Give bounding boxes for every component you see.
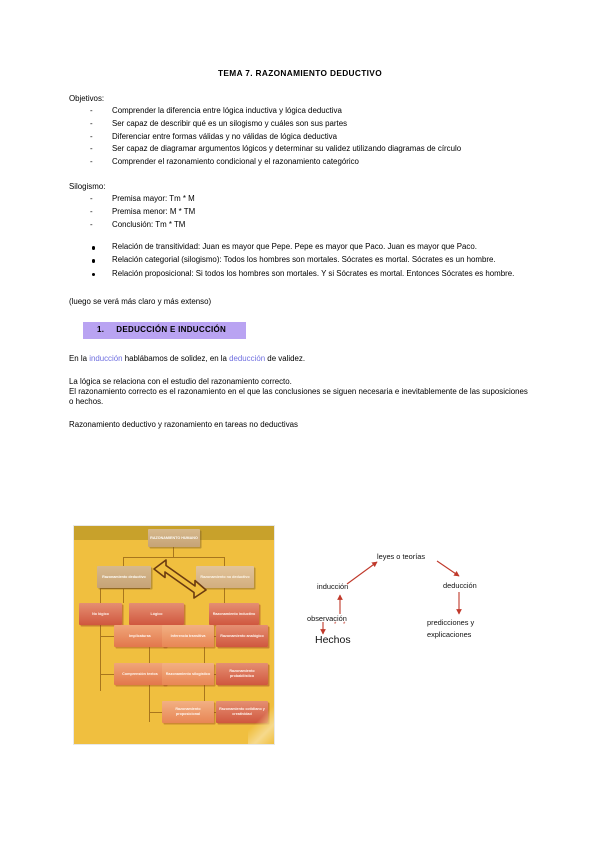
connector-line <box>224 588 225 603</box>
flowchart-corner-highlight <box>248 704 274 744</box>
list-item: Ser capaz de diagramar argumentos lógico… <box>69 144 531 154</box>
flow-leaf-razonamiento-probabilistico: Razonamiento probabilístico <box>216 663 268 685</box>
flow-leaf-razonamiento-analogico: Razonamiento analógico <box>216 625 268 647</box>
flow-leaf-razonamiento-proposicional: Razonamiento proposicional <box>162 701 214 723</box>
page-title: TEMA 7. RAZONAMIENTO DEDUCTIVO <box>218 68 382 78</box>
section-title: DEDUCCIÓN E INDUCCIÓN <box>116 325 227 335</box>
list-item: Ser capaz de describir qué es un silogis… <box>69 119 531 129</box>
flow-node-root: RAZONAMIENTO HUMANO <box>148 529 200 547</box>
syllogism-lead: Silogismo: <box>69 182 106 192</box>
flow-leaf-comprension-textos: Comprensión textos <box>114 663 166 685</box>
flow-node-deductivo: Razonamiento deductivo <box>97 566 151 588</box>
flow-node-no-logico: No lógico <box>79 603 122 625</box>
spacer <box>69 364 531 377</box>
arrow-induccion-leyes <box>346 561 378 585</box>
list-item: Relación categorial (silogismo): Todos l… <box>69 255 531 265</box>
label-induccion: inducción <box>317 582 349 591</box>
flow-node-logico: Lógico <box>129 603 184 625</box>
syllogism-note: (luego se verá más claro y más extenso) <box>69 296 212 306</box>
list-item: Relación proposicional: Si todos los hom… <box>69 269 531 279</box>
section-1-intro: En la inducción hablábamos de solidez, e… <box>69 354 531 364</box>
science-diagram-arrows <box>320 560 462 635</box>
document-body: Objetivos: Comprender la diferencia entr… <box>69 95 531 430</box>
science-cycle-diagram: leyes o teorías inducción deducción obse… <box>307 548 527 668</box>
connector-line <box>100 588 101 603</box>
list-item: Premisa menor: M * TM <box>69 207 531 217</box>
spacer <box>69 282 531 297</box>
spacer <box>69 232 531 242</box>
flow-node-no-deductivo: Razonamiento no deductivo <box>196 566 254 588</box>
label-observacion: observación <box>307 614 347 623</box>
objectives-lead: Objetivos: <box>69 94 105 103</box>
syllogism-list: Premisa mayor: Tm * M Premisa menor: M *… <box>69 194 531 229</box>
connector-line <box>224 557 225 566</box>
logic-paragraph-line-1: La lógica se relaciona con el estudio de… <box>69 376 292 386</box>
list-item: Comprender la diferencia entre lógica in… <box>69 106 531 116</box>
accent-deduccion: deducción <box>229 353 266 363</box>
objectives-list: Comprender la diferencia entre lógica in… <box>69 106 531 167</box>
connector-line <box>123 557 224 558</box>
list-item: Comprender el razonamiento condicional y… <box>69 157 531 167</box>
connector-line <box>123 584 124 603</box>
spacer <box>69 407 531 420</box>
spacer <box>69 307 531 322</box>
flow-node-inductivo: Razonamiento inductivo <box>209 603 259 625</box>
label-hechos: Hechos <box>315 634 351 646</box>
connector-line <box>149 712 162 713</box>
list-item: Premisa mayor: Tm * M <box>69 194 531 204</box>
list-item: Relación de transitividad: Juan es mayor… <box>69 242 531 252</box>
flow-leaf-implicaturas: Implicaturas <box>114 625 166 647</box>
accent-induccion: inducción <box>89 353 123 363</box>
list-item: Diferenciar entre formas válidas y no vá… <box>69 132 531 142</box>
flowchart-diagram: RAZONAMIENTO HUMANO Razonamiento deducti… <box>74 526 274 744</box>
arrow-leyes-deduccion <box>436 560 460 577</box>
logic-paragraph-line-2: El razonamiento correcto es el razonamie… <box>69 386 528 406</box>
list-item: Conclusión: Tm * TM <box>69 220 531 230</box>
label-deduccion: deducción <box>443 581 477 590</box>
connector-line <box>100 588 150 589</box>
connector-line <box>100 625 101 691</box>
connector-line <box>100 636 114 637</box>
label-dots: * * <box>334 622 348 628</box>
label-predicciones: predicciones y <box>427 618 475 627</box>
connector-line <box>123 557 124 566</box>
connector-line <box>100 674 114 675</box>
figure-caption: Razonamiento deductivo y razonamiento en… <box>69 420 298 430</box>
relations-list: Relación de transitividad: Juan es mayor… <box>69 242 531 278</box>
flow-double-arrow-icon <box>153 559 207 599</box>
figures-area: RAZONAMIENTO HUMANO Razonamiento deducti… <box>69 520 531 750</box>
connector-line <box>173 547 174 557</box>
flow-leaf-inferencia-transitiva: Inferencia transitiva <box>162 625 214 647</box>
intro-text-3: de validez. <box>265 353 306 363</box>
flow-leaf-razonamiento-silogistico: Razonamiento silogístico <box>162 663 214 685</box>
label-explicaciones: explicaciones <box>427 630 472 639</box>
spacer <box>69 339 531 354</box>
intro-text-2: hablábamos de solidez, en la <box>122 353 230 363</box>
label-leyes-o-teorias: leyes o teorías <box>377 552 426 561</box>
section-1-heading: 1. DEDUCCIÓN E INDUCCIÓN <box>83 321 247 339</box>
section-number: 1. <box>97 325 105 335</box>
intro-text-1: En la <box>69 353 90 363</box>
spacer <box>69 170 531 183</box>
